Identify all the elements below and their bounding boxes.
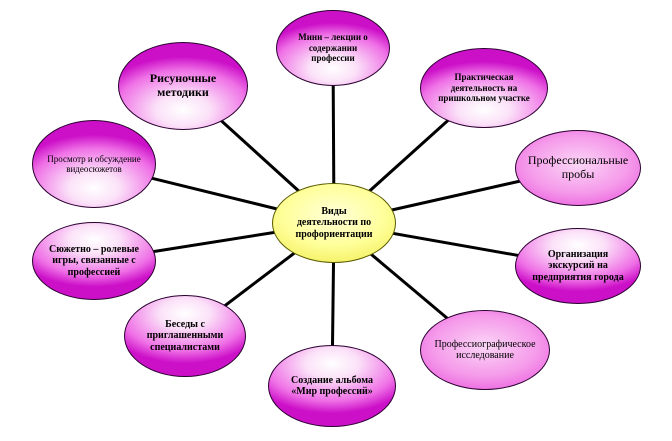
node-role-games: Сюжетно – ролевые игры, связанные с проф… <box>32 222 156 300</box>
node-mini-lectures-label: Мини – лекции о содержании профессии <box>298 32 368 64</box>
node-excursions-label: Организация экскурсий на предприятия гор… <box>532 248 624 283</box>
node-talks-label: Беседы с приглашенными специалистами <box>146 318 224 353</box>
central-node-label: Виды деятельности по профориентации <box>295 205 373 240</box>
node-album-label: Создание альбома «Мир профессий» <box>291 374 373 398</box>
central-node: Виды деятельности по профориентации <box>272 183 396 263</box>
node-video-plots-label: Просмотр и обсуждение видеосюжетов <box>47 153 141 174</box>
node-talks: Беседы с приглашенными специалистами <box>124 295 246 377</box>
node-excursions: Организация экскурсий на предприятия гор… <box>515 228 641 304</box>
node-professiographic-research-label: Профессиографическое исследование <box>434 338 536 362</box>
node-role-games-label: Сюжетно – ролевые игры, связанные с проф… <box>49 243 139 278</box>
node-professional-tests-label: Профессиональные пробы <box>527 153 629 181</box>
node-album: Создание альбома «Мир профессий» <box>268 345 396 427</box>
node-drawing-methods-label: Рисуночные методики <box>149 71 217 99</box>
node-drawing-methods: Рисуночные методики <box>118 42 248 130</box>
node-professional-tests: Профессиональные пробы <box>515 130 641 206</box>
node-practical-activity-label: Практическая деятельность на пришкольном… <box>438 72 530 104</box>
node-practical-activity: Практическая деятельность на пришкольном… <box>420 48 548 128</box>
node-video-plots: Просмотр и обсуждение видеосюжетов <box>32 120 156 208</box>
node-mini-lectures: Мини – лекции о содержании профессии <box>276 10 390 86</box>
node-professiographic-research: Профессиографическое исследование <box>420 310 550 390</box>
